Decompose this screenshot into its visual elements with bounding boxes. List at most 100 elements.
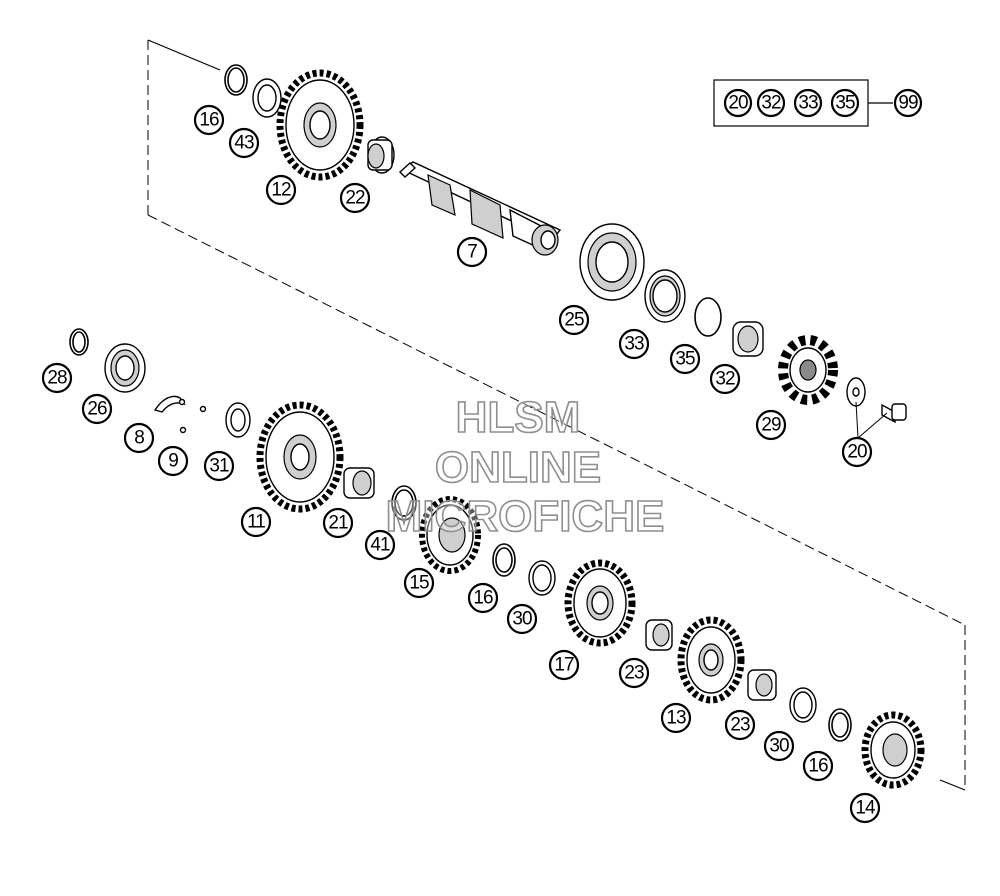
part-washer-31 (225, 402, 251, 438)
part-circlip-16-upper (224, 64, 248, 96)
callout-33[interactable]: 33 (618, 328, 650, 360)
part-sprocket-29 (778, 335, 838, 405)
callout-label: 35 (675, 349, 695, 370)
part-washer-20 (846, 377, 866, 407)
callout-9[interactable]: 9 (157, 445, 189, 477)
part-circlip-16-low (828, 708, 852, 742)
part-bolt-20 (855, 401, 907, 439)
part-washer-41 (391, 485, 417, 521)
callout-16-mid[interactable]: 16 (467, 582, 499, 614)
kit-callout-label: 20 (728, 93, 748, 114)
callout-label: 23 (624, 663, 644, 684)
callout-41[interactable]: 41 (364, 529, 396, 561)
kit-callout-label: 35 (835, 93, 855, 114)
part-bearing-25 (579, 223, 645, 301)
callout-label: 26 (87, 399, 107, 420)
part-washer-43 (252, 78, 282, 118)
kit-callout-label: 33 (798, 93, 818, 114)
callout-23-b[interactable]: 23 (724, 709, 756, 741)
callout-12[interactable]: 12 (265, 174, 297, 206)
watermark-line-3: MICROFICHE (386, 492, 665, 541)
callout-label: 8 (134, 428, 144, 449)
callout-21[interactable]: 21 (322, 507, 354, 539)
watermark-line-2: ONLINE (435, 443, 601, 492)
kit-callout-32[interactable]: 32 (756, 88, 786, 118)
callout-label: 21 (328, 513, 348, 534)
callout-28[interactable]: 28 (41, 362, 73, 394)
callout-31[interactable]: 31 (203, 450, 235, 482)
kit-callout-label: 32 (761, 93, 781, 114)
part-spacer-32 (732, 321, 764, 357)
callout-label: 15 (409, 573, 429, 594)
callout-14[interactable]: 14 (849, 792, 881, 824)
kit-callout-35[interactable]: 35 (830, 88, 860, 118)
callout-label: 11 (247, 512, 265, 533)
part-gear-13 (677, 616, 745, 704)
kit-callout-99[interactable]: 99 (893, 88, 923, 118)
callout-7[interactable]: 7 (456, 236, 488, 268)
callout-label: 28 (47, 368, 67, 389)
callout-label: 16 (199, 110, 219, 131)
callout-label: 29 (761, 415, 781, 436)
callout-23-a[interactable]: 23 (618, 657, 650, 689)
callout-26[interactable]: 26 (81, 393, 113, 425)
watermark-line-1: HLSM (456, 393, 581, 442)
part-screw-9 (179, 405, 207, 434)
callout-11[interactable]: 11 (240, 506, 272, 538)
callout-label: 32 (715, 369, 735, 390)
part-washer-30-mid (528, 560, 556, 596)
kit-callout-33[interactable]: 33 (793, 88, 823, 118)
part-main-shaft-7 (398, 161, 562, 256)
part-bushing-23-a (645, 619, 673, 651)
part-gear-15 (419, 496, 481, 574)
callout-label: 9 (168, 451, 178, 472)
part-bearing-26 (104, 343, 146, 393)
assembly-boundary (147, 39, 966, 791)
part-gear-17 (564, 559, 636, 647)
part-oring-35 (694, 297, 722, 337)
callout-29[interactable]: 29 (755, 409, 787, 441)
callout-label: 17 (554, 655, 574, 676)
kit-callout-20[interactable]: 20 (723, 88, 753, 118)
kit-callout-label: 99 (898, 93, 918, 114)
callout-label: 20 (847, 442, 867, 463)
callout-label: 16 (473, 588, 493, 609)
callout-17[interactable]: 17 (548, 649, 580, 681)
callout-30-mid[interactable]: 30 (506, 603, 538, 635)
callout-label: 23 (730, 715, 750, 736)
callout-label: 31 (209, 456, 229, 477)
part-washer-30-low (789, 687, 817, 723)
part-gear-12 (276, 69, 364, 181)
part-seal-33 (644, 269, 686, 323)
callout-label: 12 (271, 180, 291, 201)
part-retainer-8 (153, 395, 186, 413)
callout-label: 16 (808, 756, 828, 777)
callout-16-upper[interactable]: 16 (193, 104, 225, 136)
part-circlip-16-mid (492, 543, 516, 577)
part-bushing-23-b (747, 669, 777, 701)
callout-label: 22 (345, 188, 365, 209)
callout-25[interactable]: 25 (558, 304, 590, 336)
callout-label: 43 (234, 133, 254, 154)
callout-label: 33 (624, 334, 644, 355)
part-gear-14 (861, 711, 925, 789)
callout-22[interactable]: 22 (339, 182, 371, 214)
callout-32[interactable]: 32 (709, 363, 741, 395)
callout-16-low[interactable]: 16 (802, 750, 834, 782)
callout-label: 14 (855, 798, 876, 819)
callout-35[interactable]: 35 (669, 343, 701, 375)
callout-30-low[interactable]: 30 (763, 730, 795, 762)
callout-label: 30 (769, 736, 789, 757)
part-gear-11 (256, 401, 344, 513)
callout-13[interactable]: 13 (660, 702, 692, 734)
callout-15[interactable]: 15 (403, 567, 435, 599)
part-circlip-28 (69, 328, 89, 356)
callout-20[interactable]: 20 (841, 436, 873, 468)
callout-43[interactable]: 43 (228, 127, 260, 159)
callout-8[interactable]: 8 (123, 422, 155, 454)
part-bushing-21 (343, 467, 375, 499)
callout-label: 41 (370, 535, 390, 556)
callout-label: 13 (666, 708, 686, 729)
part-bushing-22 (367, 136, 395, 174)
